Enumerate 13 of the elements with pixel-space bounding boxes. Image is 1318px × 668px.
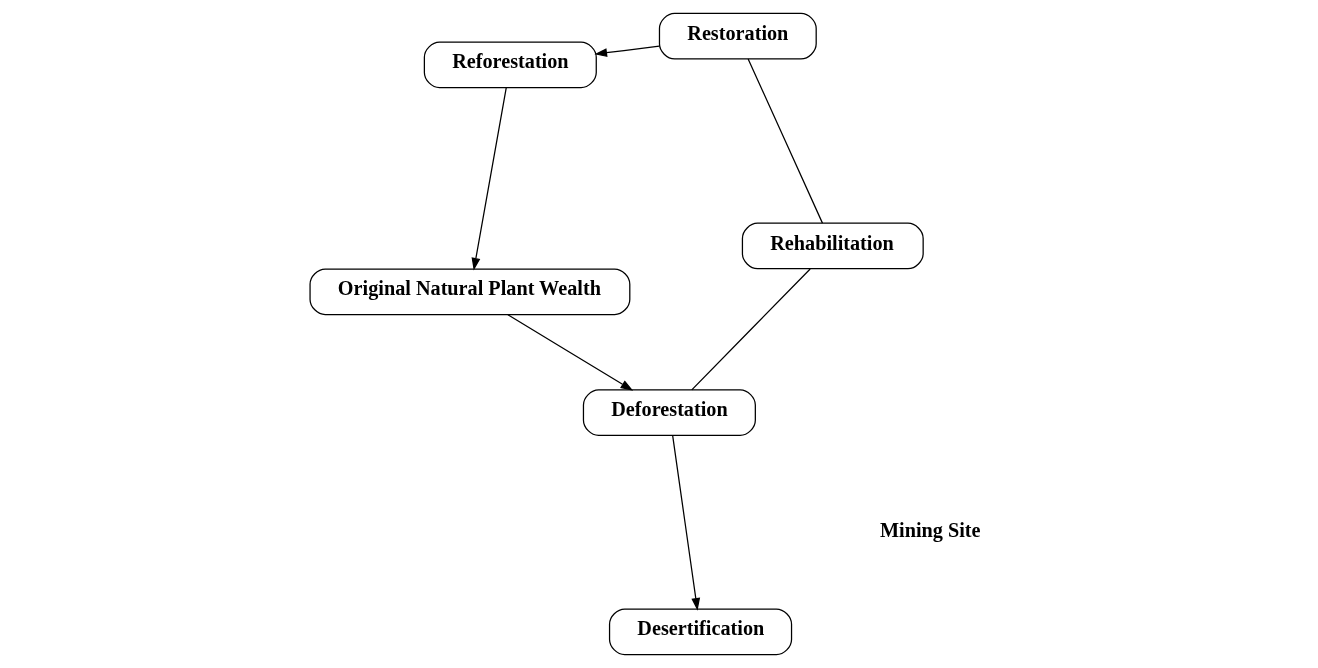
node-box: Desertification <box>608 608 792 656</box>
arrow <box>471 87 507 271</box>
node-box: Restoration <box>658 12 817 60</box>
arrow <box>506 314 633 391</box>
node-box: Deforestation <box>582 389 756 437</box>
node-box: Original Natural Plant Wealth <box>308 268 630 316</box>
node-box: Reforestation <box>423 41 597 89</box>
arrow <box>671 435 700 611</box>
arrow <box>593 45 660 58</box>
connector <box>690 268 811 391</box>
node-box: Rehabilitation <box>741 222 924 270</box>
connector <box>747 58 823 224</box>
label: Mining Site <box>879 518 981 541</box>
